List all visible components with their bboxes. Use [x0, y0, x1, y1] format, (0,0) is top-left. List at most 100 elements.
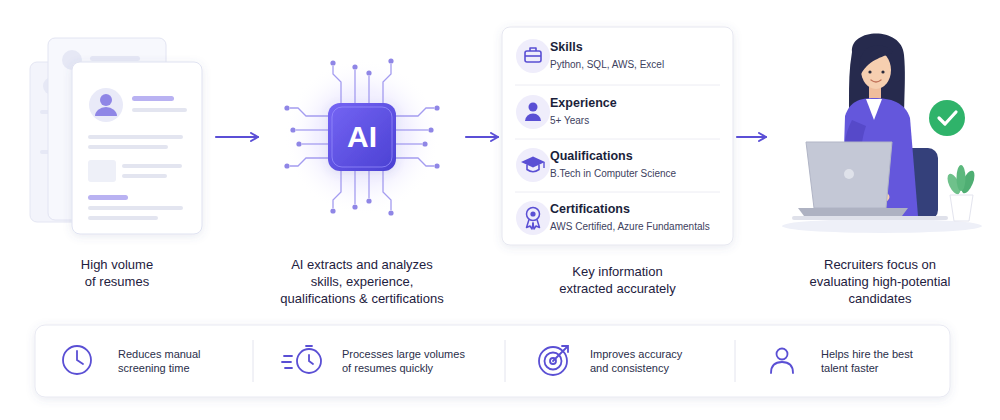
clock-hands [77, 351, 83, 364]
resume-line [122, 164, 182, 168]
info-value: AWS Certified, Azure Fundamentals [550, 220, 730, 233]
graduation-cap-icon [521, 157, 545, 172]
laptop-base [798, 208, 908, 216]
circuit-dot [366, 70, 371, 75]
resume-page [72, 62, 202, 234]
resume-line [122, 174, 167, 178]
clock-face [63, 346, 91, 374]
circuit-dot [428, 127, 433, 132]
timer-button [306, 345, 312, 347]
panel-divider [735, 340, 736, 382]
flow-arrow [466, 136, 498, 138]
cap-tassel [543, 162, 544, 168]
resume-line [132, 108, 187, 112]
info-row: QualificationsB.Tech in Computer Science [550, 143, 730, 187]
briefcase-band [525, 55, 541, 57]
avatar-body [95, 107, 117, 116]
resume-block [88, 160, 116, 182]
circuit-line [368, 171, 369, 198]
row-divider [515, 85, 720, 86]
icon-ground [516, 39, 550, 73]
chip-label: AI [262, 120, 462, 154]
avatar-head [100, 94, 112, 106]
smile [871, 80, 881, 82]
info-card [502, 27, 733, 245]
flow-arrow [737, 136, 766, 138]
stage-caption: Key information extracted accurately [555, 264, 680, 298]
circuit-dot [434, 163, 439, 168]
circuit-line [396, 108, 434, 116]
circuit-line [396, 129, 428, 130]
resume-stack [30, 38, 202, 234]
benefits-panel: Reduces manual screening time Processes l… [35, 325, 950, 397]
benefit-text: Reduces manual screening time [118, 325, 213, 397]
recruiter-illustration [782, 34, 982, 233]
person-head [529, 103, 538, 112]
row-icon-grounds [516, 39, 550, 235]
row-divider [515, 192, 720, 193]
briefcase-body [525, 51, 541, 62]
speed-lines [282, 356, 292, 368]
circuit-dot [366, 198, 371, 203]
panel-divider [253, 340, 254, 382]
clock-icon [63, 346, 91, 374]
circuit-line [290, 108, 328, 116]
resume-avatar [89, 88, 123, 122]
flow-arrow [216, 136, 258, 138]
resume-line [88, 145, 168, 149]
info-heading: Experience [550, 95, 730, 111]
check-badge [929, 100, 965, 136]
benefit-text: Processes large volumes of resumes quick… [342, 325, 477, 397]
timer-face [297, 349, 321, 373]
circuit-dot [388, 210, 393, 215]
circuit-line [290, 158, 328, 166]
laptop-screen [806, 142, 892, 208]
card-panel [502, 27, 733, 245]
person-icon [525, 103, 541, 122]
circuit-dot [422, 141, 427, 146]
circuit-dot [330, 208, 335, 213]
cap-top [521, 157, 545, 168]
circuit-line [333, 171, 341, 208]
award-icon [527, 208, 540, 230]
panel-ground [35, 325, 950, 397]
info-row: CertificationsAWS Certified, Azure Funda… [550, 196, 730, 240]
resume-line [88, 216, 158, 220]
briefcase-handle [530, 48, 536, 51]
eye [868, 70, 871, 73]
desk [792, 216, 948, 220]
stage-caption: High volume of resumes [74, 257, 160, 291]
ai-stage: AIAI extracts and analyzes skills, exper… [262, 20, 462, 308]
floor-shadow [782, 219, 982, 233]
target-arrow [553, 346, 568, 361]
benefit-text: Helps hire the best talent faster [821, 325, 931, 397]
eye [881, 70, 884, 73]
icon-ground [516, 95, 550, 129]
circuit-dot [352, 204, 357, 209]
resume-stage: High volume of resumes [22, 20, 212, 302]
target-icon [539, 346, 568, 375]
bangs [859, 45, 893, 74]
circuit-dot [290, 127, 295, 132]
circuit-line [296, 129, 328, 130]
circuit-line [354, 70, 355, 103]
circuit-dot [296, 141, 301, 146]
cap-band [527, 165, 539, 172]
laptop-logo [844, 169, 854, 179]
recruiter-stage: Recruiters focus on evaluating high-pote… [770, 20, 990, 308]
briefcase-icon [525, 48, 541, 62]
circuit-line [354, 171, 355, 204]
person-head [777, 349, 788, 360]
info-heading: Skills [550, 39, 730, 55]
circuit-line [396, 158, 434, 166]
stage-caption: Recruiters focus on evaluating high-pote… [805, 257, 955, 308]
benefit-text: Improves accuracy and consistency [590, 325, 695, 397]
resume-line [88, 135, 183, 139]
circuit-line [383, 171, 391, 210]
circuit-line [333, 66, 341, 103]
speed-timer-icon [282, 346, 321, 373]
resume-line [132, 96, 174, 101]
resume-line [88, 195, 128, 200]
person-outline-icon [771, 349, 793, 374]
